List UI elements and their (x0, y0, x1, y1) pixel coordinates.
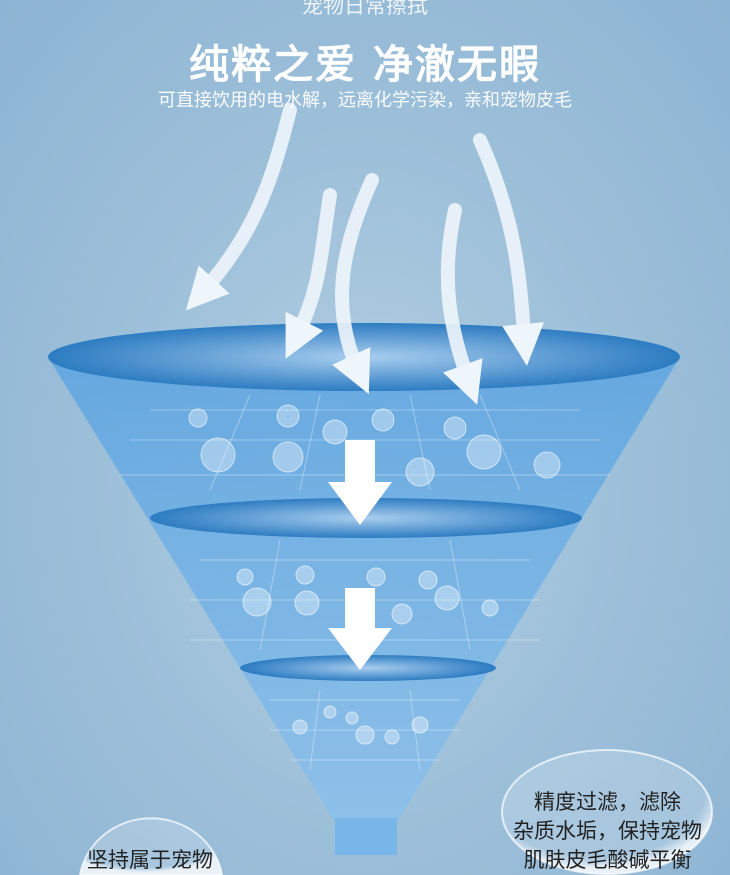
water-bubbles (78, 749, 713, 875)
bubble-line: 肌肤皮毛酸碱平衡 (523, 848, 692, 872)
down-arrows (328, 440, 392, 670)
bubble-line: 坚持属于宠物 (87, 848, 213, 872)
bubble-text-filter: 精度过滤，滤除 杂质水垢，保持宠物 肌肤皮毛酸碱平衡 (505, 788, 710, 875)
bubble-line: 精度过滤，滤除 (534, 790, 681, 814)
flow-arrows (185, 103, 545, 405)
subtitle: 可直接饮用的电水解，远离化学污染，亲和宠物皮毛 (158, 90, 572, 111)
eyebrow-text: 宠物日常擦拭 (302, 0, 428, 18)
bubble-line: 杂质水垢，保持宠物 (513, 819, 702, 843)
bubble-text-pet: 坚持属于宠物 (70, 848, 230, 873)
page-title: 纯粹之爱 净澈无暇 (189, 42, 541, 88)
